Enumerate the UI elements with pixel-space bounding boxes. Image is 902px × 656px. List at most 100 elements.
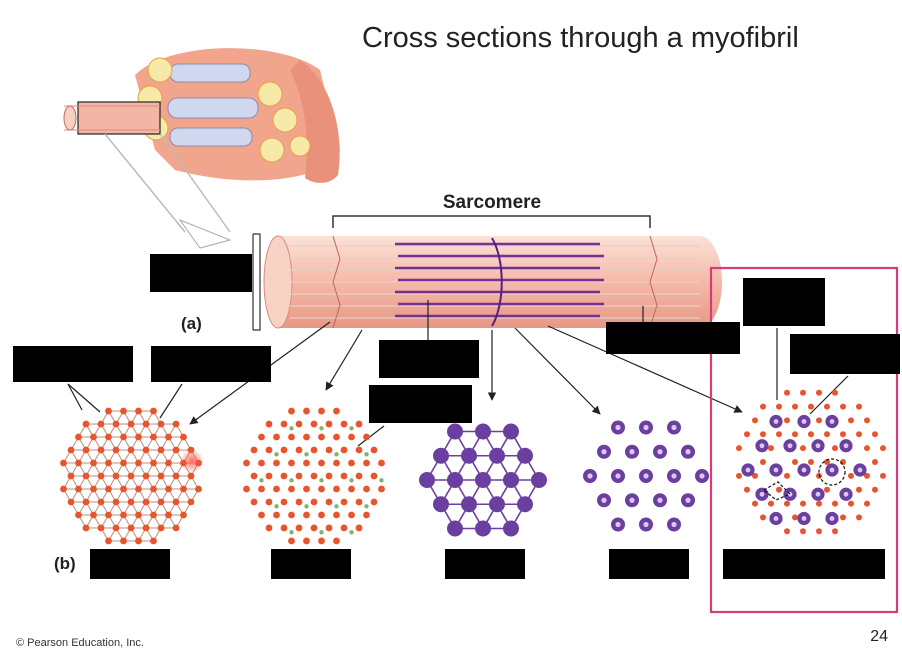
actin-dot xyxy=(142,498,150,506)
label-pointers xyxy=(67,328,849,447)
actin-dot xyxy=(120,459,127,467)
actin-dot xyxy=(90,485,97,493)
myosin-core xyxy=(773,516,779,521)
actin-dot xyxy=(303,407,310,415)
actin-dot xyxy=(157,472,165,480)
muscle-fiber-illustration xyxy=(63,48,340,249)
redacted-caption-i-band xyxy=(271,549,351,579)
actin-dot xyxy=(856,514,862,521)
highlight-glow xyxy=(180,449,204,473)
actin-dot xyxy=(258,459,265,467)
actin-dot xyxy=(378,459,385,467)
actin-dot xyxy=(856,486,862,493)
myosin-core xyxy=(787,443,793,449)
actin-dot xyxy=(97,420,105,428)
cross-sections xyxy=(60,389,886,545)
redacted-caption-a-band xyxy=(723,549,885,579)
actin-dot xyxy=(75,433,82,441)
actin-dot xyxy=(82,446,90,454)
actin-dot xyxy=(370,446,378,454)
actin-dot xyxy=(142,524,150,532)
actin-dot xyxy=(864,417,870,424)
actin-dot xyxy=(800,500,806,507)
myosin-dot xyxy=(433,496,449,513)
myosin-core xyxy=(815,491,821,497)
part-a-label: (a) xyxy=(181,314,202,333)
actin-dot xyxy=(135,407,142,415)
redacted-label-z-disc xyxy=(151,346,271,382)
actin-dot xyxy=(325,420,333,428)
actin-dot xyxy=(355,524,363,532)
actin-dot xyxy=(310,498,318,506)
actin-dot xyxy=(880,472,886,479)
actin-dot xyxy=(127,524,135,532)
actin-dot xyxy=(325,446,333,454)
redacted-label-myofibril xyxy=(150,254,252,292)
actin-dot xyxy=(760,403,766,410)
actin-dot xyxy=(348,433,355,441)
actin-dot xyxy=(105,459,112,467)
green-dot xyxy=(319,530,324,535)
actin-dot xyxy=(265,446,273,454)
actin-dot xyxy=(195,485,202,493)
actin-dot xyxy=(265,420,273,428)
actin-dot xyxy=(265,472,273,480)
actin-dot xyxy=(265,524,273,532)
myosin-core xyxy=(759,443,765,449)
green-dot xyxy=(319,426,324,431)
actin-dot xyxy=(127,446,135,454)
actin-dot xyxy=(288,407,295,415)
myosin-core xyxy=(685,449,691,455)
actin-dot xyxy=(172,498,180,506)
actin-dot xyxy=(288,433,295,441)
myosin-core xyxy=(801,419,807,424)
actin-dot xyxy=(370,498,378,506)
actin-dot xyxy=(348,511,355,519)
actin-dot xyxy=(97,498,105,506)
myosin-core xyxy=(615,473,621,479)
actin-dot xyxy=(325,524,333,532)
myosin-core xyxy=(843,443,849,449)
green-dot xyxy=(319,478,324,483)
myosin-core xyxy=(615,424,621,431)
green-dot xyxy=(289,478,294,483)
myosin-core xyxy=(801,467,807,473)
actin-dot xyxy=(180,433,187,441)
redacted-label-thin-filament xyxy=(790,334,900,374)
actin-dot xyxy=(310,420,318,428)
actin-dot xyxy=(303,485,310,493)
actin-dot xyxy=(744,486,750,493)
actin-dot xyxy=(840,431,846,438)
actin-dot xyxy=(280,524,288,532)
actin-dot xyxy=(776,431,782,438)
actin-dot xyxy=(333,459,340,467)
myosin-core xyxy=(643,473,649,479)
myosin-dot xyxy=(475,520,491,537)
myosin-core xyxy=(685,497,691,503)
actin-dot xyxy=(265,498,273,506)
myosin-dot xyxy=(461,496,477,513)
actin-dot xyxy=(318,537,325,545)
green-dot xyxy=(364,452,369,457)
actin-dot xyxy=(824,459,830,465)
actin-dot xyxy=(325,498,333,506)
actin-dot xyxy=(157,498,165,506)
actin-dot xyxy=(864,472,870,479)
actin-dot xyxy=(120,485,127,493)
actin-dot xyxy=(808,403,814,410)
actin-dot xyxy=(816,417,822,424)
actin-dot xyxy=(120,511,127,519)
myosin-core xyxy=(773,419,779,424)
actin-dot xyxy=(120,407,127,415)
myosin-core xyxy=(601,449,607,455)
green-dot xyxy=(304,504,309,509)
actin-dot xyxy=(792,403,798,410)
myosin-core xyxy=(615,521,621,528)
myosin-dot xyxy=(503,520,519,537)
myofibril-cylinder xyxy=(252,233,722,340)
actin-dot xyxy=(258,433,265,441)
actin-dot xyxy=(187,472,195,480)
myosin-dot xyxy=(503,423,519,440)
myosin-core xyxy=(829,516,835,521)
actin-dot xyxy=(776,486,782,493)
